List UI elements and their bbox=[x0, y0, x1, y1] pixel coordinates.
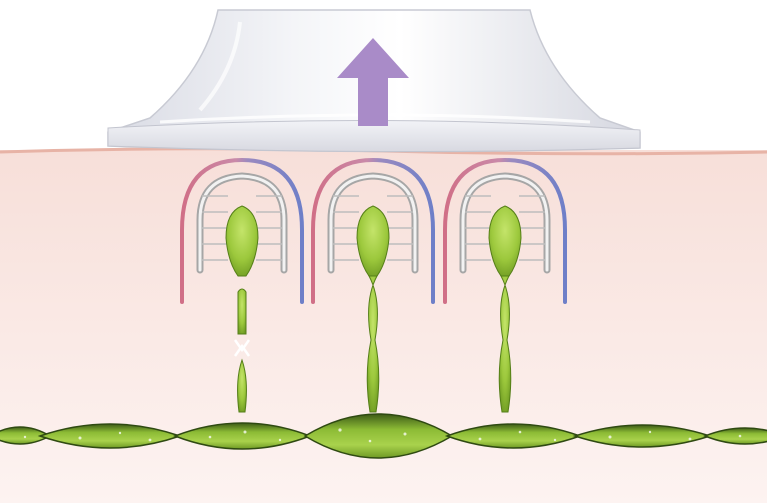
nerve-fiber-segment bbox=[238, 289, 246, 334]
